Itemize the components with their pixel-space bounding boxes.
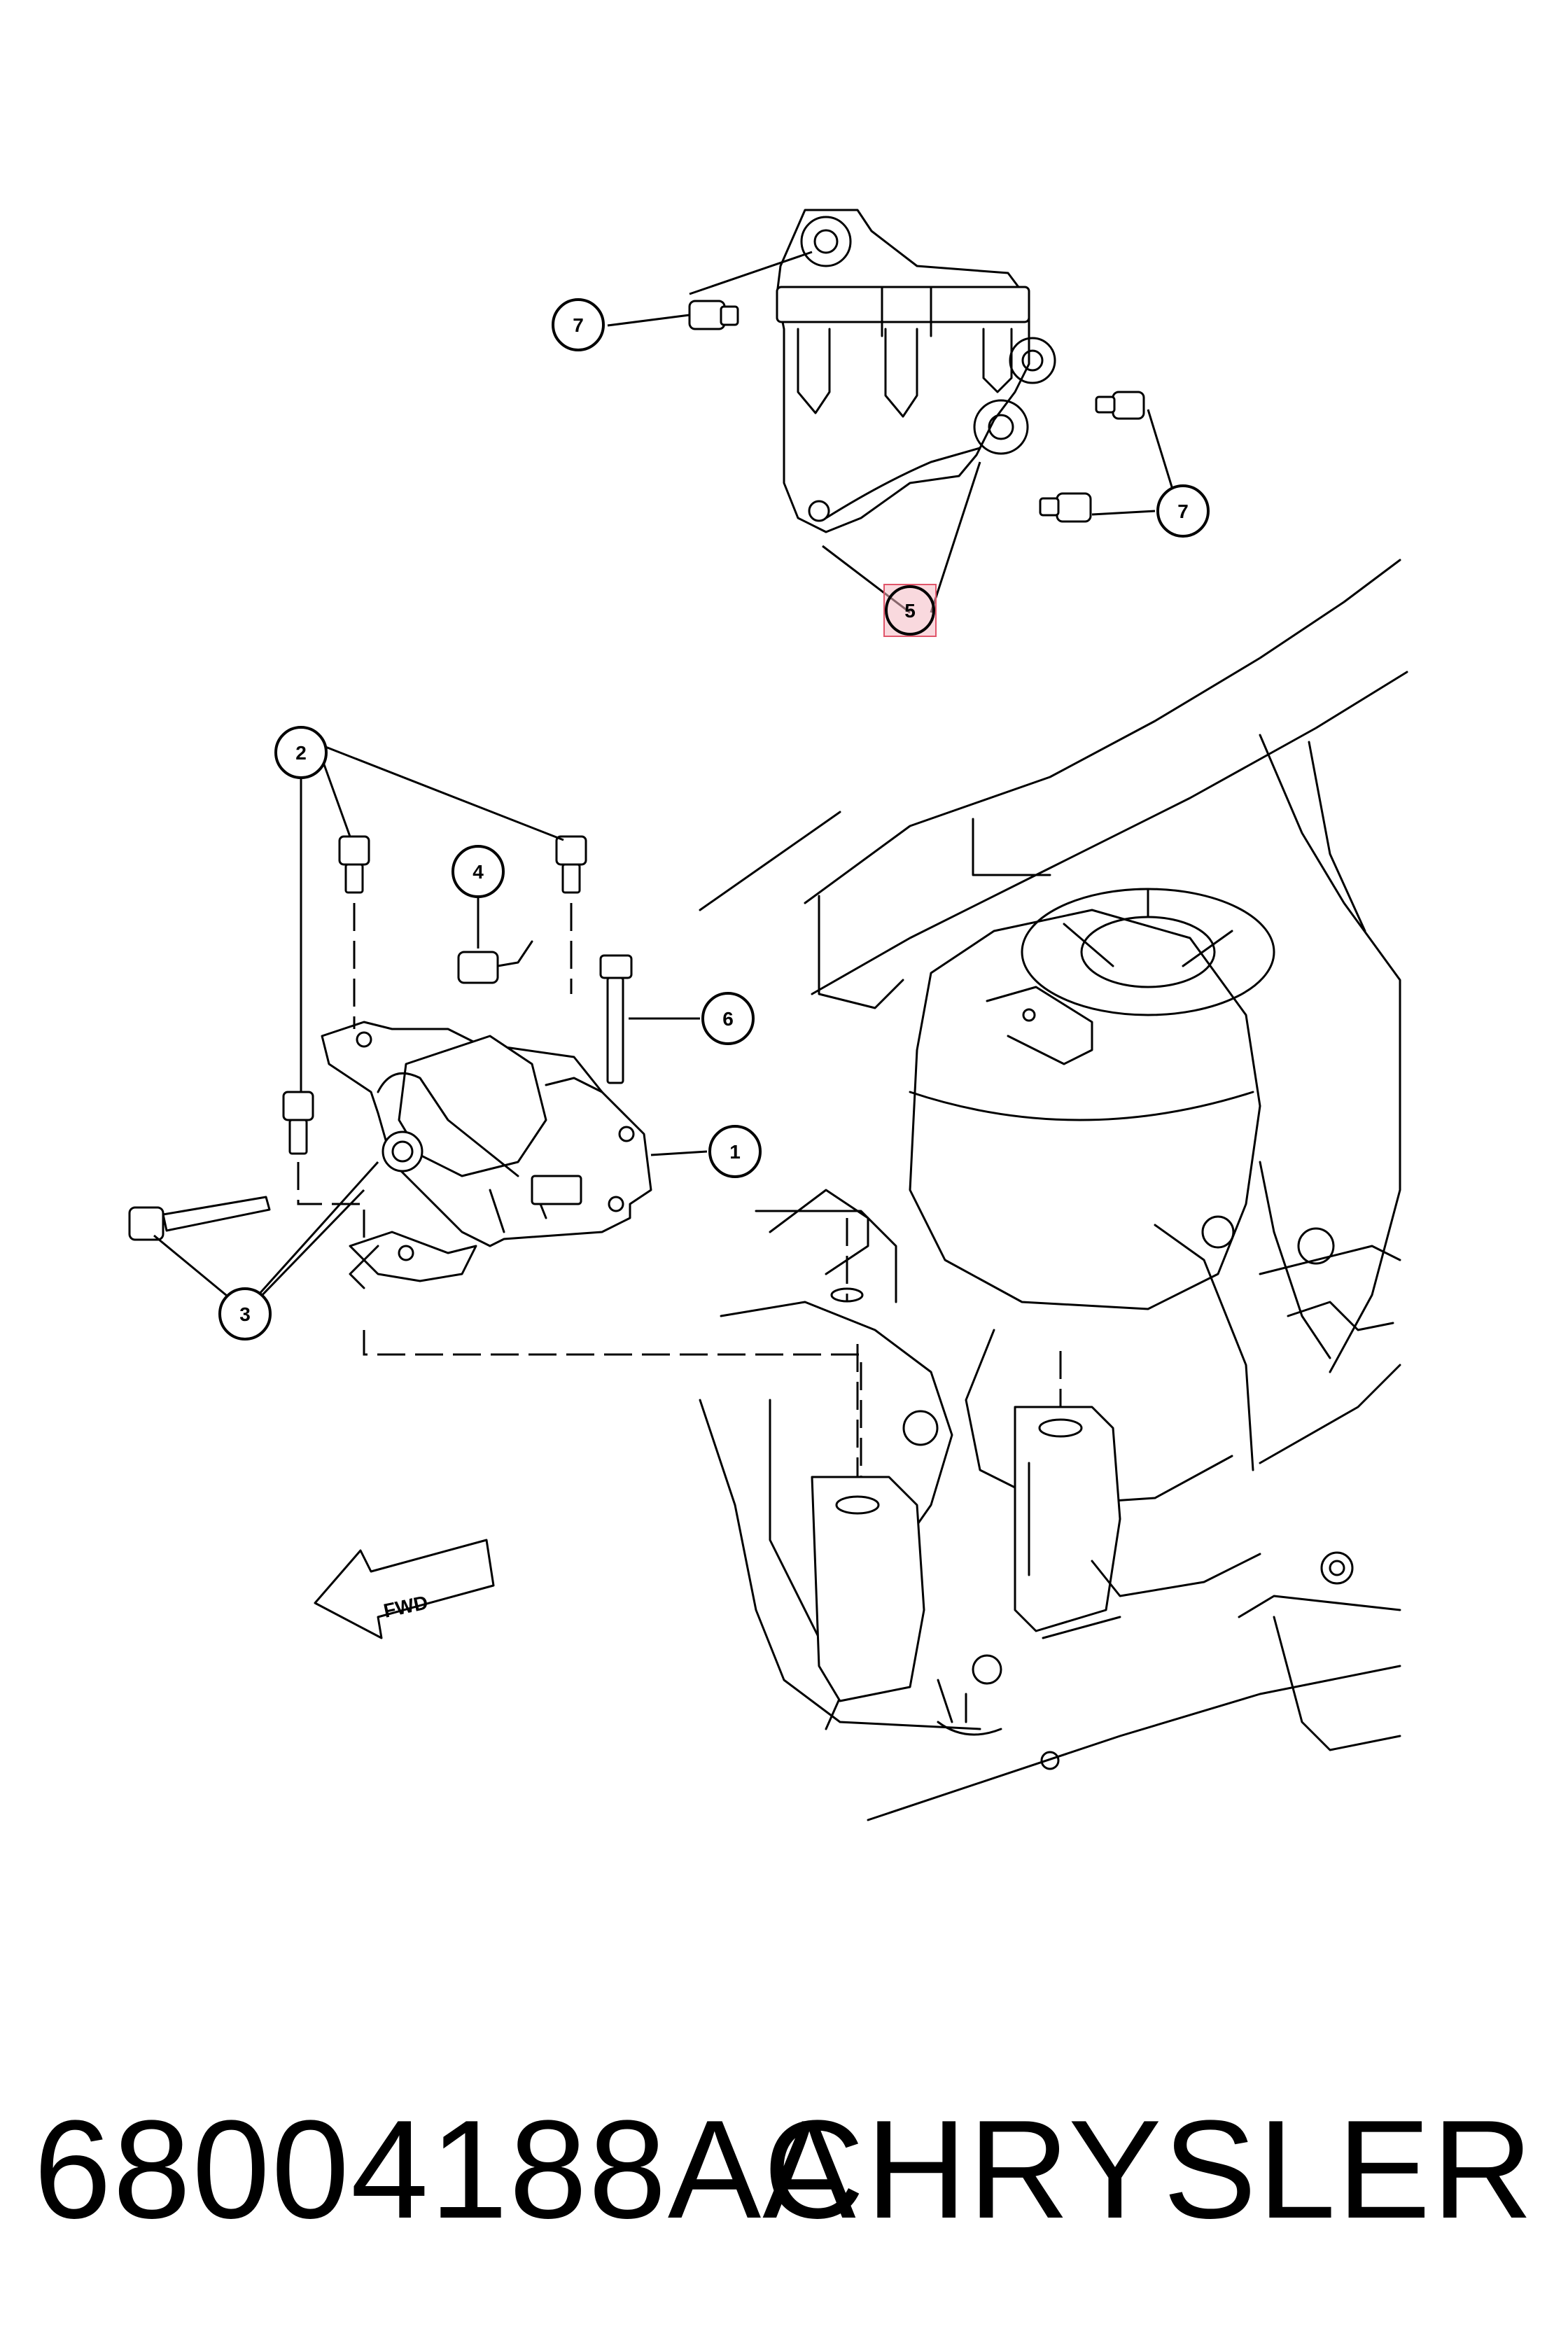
transmission-mount	[321, 1021, 652, 1289]
exploded-parts-diagram: FWD 7 7 5 2 4 6 1 3	[128, 209, 1408, 1821]
callout-7-right[interactable]: 7	[1156, 484, 1210, 538]
callout-7-top[interactable]: 7	[552, 298, 605, 351]
callout-1[interactable]: 1	[708, 1125, 762, 1178]
svg-text:1: 1	[729, 1141, 741, 1163]
callout-5[interactable]: 5	[883, 584, 937, 637]
callout-2[interactable]: 2	[274, 726, 328, 779]
nut-clip	[457, 940, 533, 984]
svg-text:7: 7	[1177, 500, 1189, 522]
callout-3[interactable]: 3	[218, 1287, 272, 1340]
engine-mount-bracket	[776, 209, 1056, 533]
svg-text:5: 5	[904, 600, 916, 622]
callout-6[interactable]: 6	[701, 992, 755, 1045]
footer: 68004188AA CHRYSLER	[0, 2086, 1568, 2254]
part-number: 68004188AA	[34, 2092, 858, 2248]
svg-text:7: 7	[573, 314, 584, 336]
long-horizontal-bolt	[128, 1196, 271, 1241]
svg-text:2: 2	[295, 742, 307, 764]
bolt-right-upper	[1095, 391, 1145, 420]
svg-text:4: 4	[472, 861, 484, 883]
bolt-vertical-lower	[282, 1091, 314, 1155]
svg-text:3: 3	[239, 1303, 251, 1325]
bolt-right-lower	[1039, 492, 1092, 523]
callout-4[interactable]: 4	[451, 845, 505, 898]
chassis-frame	[699, 559, 1408, 1821]
bolt-left	[688, 300, 739, 330]
bolt-vertical-right	[555, 835, 587, 894]
svg-text:6: 6	[722, 1008, 734, 1030]
long-stud-bolt	[599, 954, 633, 1084]
bolt-vertical-left	[338, 835, 370, 894]
brand-name: CHRYSLER	[763, 2092, 1534, 2248]
forward-direction-arrow: FWD	[314, 1539, 495, 1639]
